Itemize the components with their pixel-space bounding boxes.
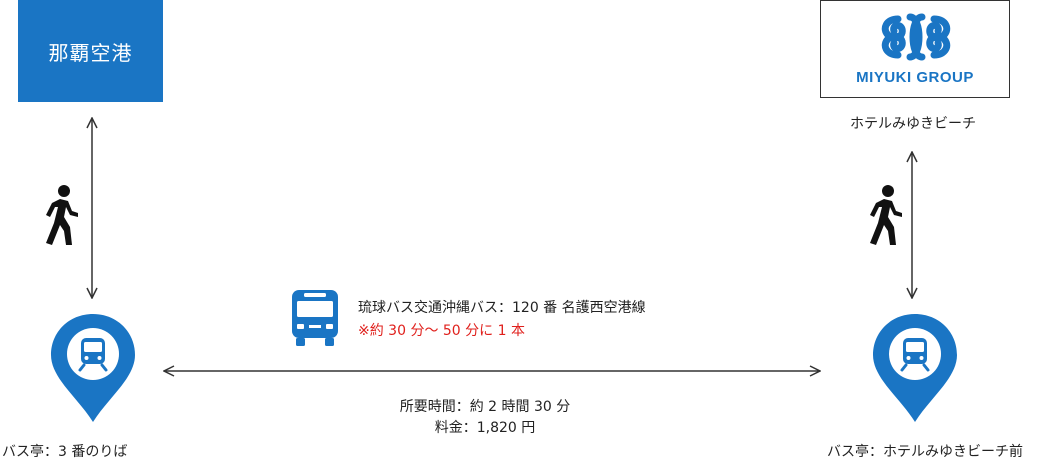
- bus-stop-pin-icon: [51, 314, 135, 422]
- hotel-logo-text: MIYUKI GROUP: [856, 69, 974, 86]
- start-bus-stop-label: バス亭：3 番のりば: [2, 444, 128, 460]
- travel-duration: 所要時間：約 2 時間 30 分: [399, 399, 571, 415]
- hotel-logo-box: MIYUKI GROUP: [820, 0, 1010, 98]
- miyuki-logo-icon: [881, 13, 951, 61]
- bus-fare: 料金：1,820 円: [434, 420, 536, 436]
- bus-route-line: 琉球バス交通沖縄バス：120 番 名護西空港線: [358, 300, 646, 316]
- hotel-name: ホテルみゆきビーチ: [850, 116, 976, 132]
- walking-person-icon: [46, 185, 78, 245]
- bus-stop-pin-icon: [873, 314, 957, 422]
- bus-icon: [292, 290, 338, 346]
- airport-name: 那覇空港: [48, 40, 133, 65]
- airport-box: 那覇空港: [18, 0, 163, 102]
- bus-frequency-note: ※約 30 分〜 50 分に 1 本: [358, 323, 525, 339]
- walking-person-icon: [870, 185, 902, 245]
- destination-bus-stop-label: バス亭：ホテルみゆきビーチ前: [827, 444, 1023, 460]
